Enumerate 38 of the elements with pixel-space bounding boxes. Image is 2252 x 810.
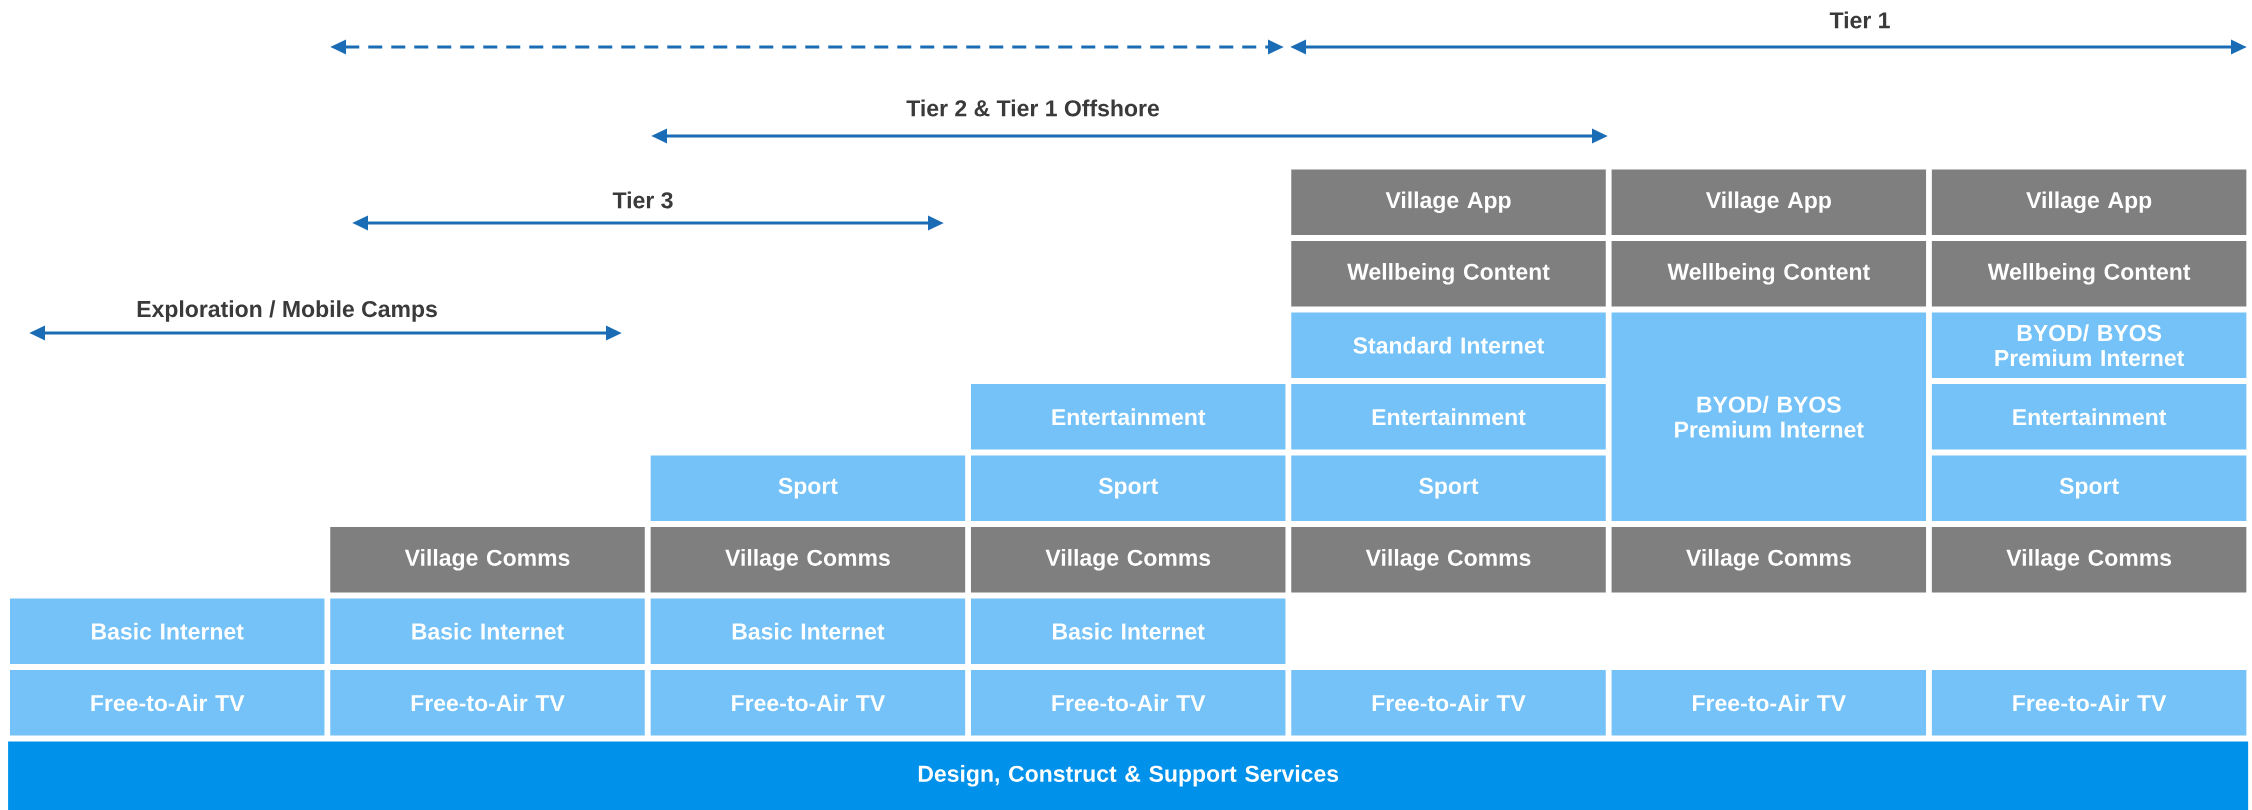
service-box: Free-to-Air TV	[970, 670, 1286, 736]
service-box: Free-to-Air TV	[9, 670, 325, 736]
service-box: Basic Internet	[330, 598, 645, 664]
service-box: Free-to-Air TV	[1291, 670, 1606, 736]
service-box: Free-to-Air TV	[1931, 670, 2247, 736]
service-box: Sport	[1931, 455, 2247, 521]
service-box: Wellbeing Content	[1611, 241, 1927, 307]
service-box: Village App	[1611, 169, 1927, 235]
range-label: Exploration / Mobile Camps	[137, 300, 437, 322]
service-box: Village Comms	[970, 527, 1286, 593]
service-box: Wellbeing Content	[1931, 241, 2247, 307]
service-box: BYOD/ BYOS Premium Internet	[1931, 312, 2247, 378]
service-box: Basic Internet	[970, 598, 1286, 664]
range-label: Tier 2 & Tier 1 Offshore	[906, 99, 1159, 117]
service-box: Standard Internet	[1291, 312, 1606, 378]
service-box: BYOD/ BYOS Premium Internet	[1611, 312, 1927, 522]
service-box: Wellbeing Content	[1291, 241, 1606, 307]
service-box: Village Comms	[1611, 527, 1927, 593]
foundation-band: Design, Construct & Support Services	[8, 741, 2249, 810]
range-label: Tier 3	[612, 191, 673, 209]
service-box: Free-to-Air TV	[650, 670, 966, 736]
service-box: Village Comms	[1291, 527, 1606, 593]
service-box: Village App	[1291, 169, 1606, 235]
service-box: Sport	[970, 455, 1286, 521]
service-box: Free-to-Air TV	[330, 670, 645, 736]
service-box: Entertainment	[970, 384, 1286, 450]
range-label: Tier 1	[1829, 11, 1890, 29]
service-box: Entertainment	[1931, 384, 2247, 450]
service-box: Sport	[1291, 455, 1606, 521]
service-box: Village Comms	[330, 527, 645, 593]
service-box: Basic Internet	[650, 598, 966, 664]
service-box: Sport	[650, 455, 966, 521]
service-box: Entertainment	[1291, 384, 1606, 450]
service-box: Village Comms	[650, 527, 966, 593]
service-box: Village App	[1931, 169, 2247, 235]
service-box: Basic Internet	[9, 598, 325, 664]
service-box: Free-to-Air TV	[1611, 670, 1927, 736]
service-box: Village Comms	[1931, 527, 2247, 593]
